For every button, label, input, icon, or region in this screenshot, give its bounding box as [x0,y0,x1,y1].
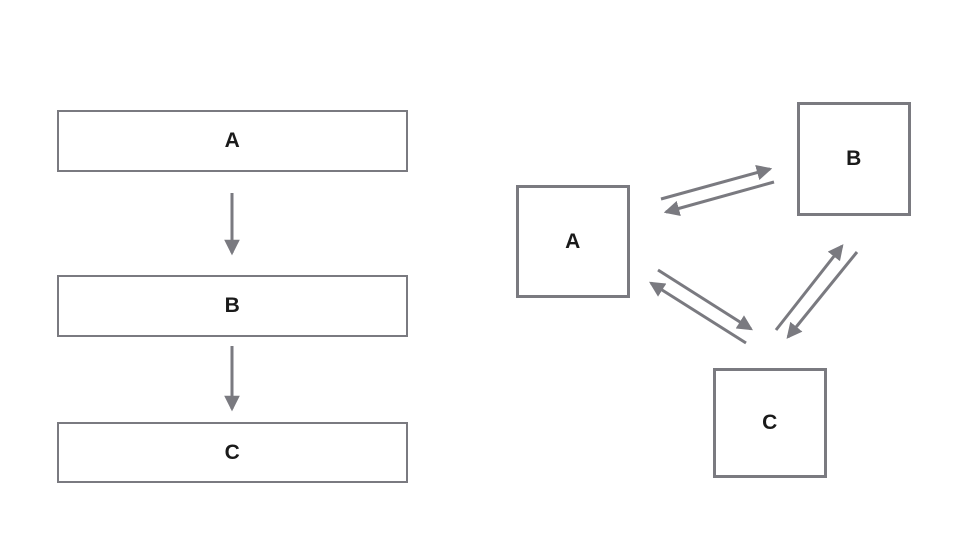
flow-node-a: A [57,110,408,172]
arrow-net-a-to-b [660,164,773,201]
flow-node-b-label: B [224,294,241,317]
arrow-net-b-to-c [786,251,859,339]
arrow-net-b-to-a [663,180,775,216]
network-node-b-label: B [846,147,862,170]
network-node-c: C [713,368,827,478]
network-node-a-label: A [565,229,581,253]
flow-node-c-label: C [224,440,241,464]
flow-node-a-label: A [224,129,241,152]
flow-node-c: C [57,422,408,483]
arrow-net-a-to-c [657,268,753,331]
network-node-a: A [516,185,630,298]
arrow-net-c-to-b [774,244,844,331]
flow-node-b: B [57,275,408,337]
network-node-b: B [797,102,911,216]
network-node-c-label: C [762,411,778,434]
arrow-net-c-to-a [649,281,747,345]
